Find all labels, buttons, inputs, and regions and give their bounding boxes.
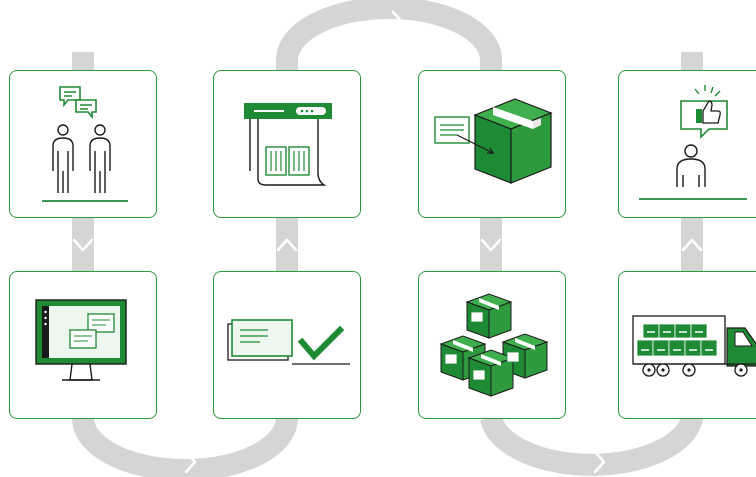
customer-thumbs-up-icon xyxy=(639,85,747,200)
step-card-printing xyxy=(213,70,361,218)
step-card-design xyxy=(9,271,157,419)
large-format-printer-icon xyxy=(244,103,332,186)
step-card-approval xyxy=(213,271,361,419)
flow-chevron xyxy=(72,238,94,252)
flow-chevron xyxy=(681,238,703,252)
step-card-delivery xyxy=(618,271,756,419)
stacked-boxes-icon xyxy=(439,293,549,397)
flow-connector-bottom-right xyxy=(480,415,703,476)
flow-chevron xyxy=(391,10,404,34)
flow-chevron xyxy=(184,450,197,474)
flow-chevron xyxy=(276,238,298,252)
step-card-stock xyxy=(418,271,566,419)
flow-chevron xyxy=(480,238,502,252)
step-card-customer-approval xyxy=(618,70,756,218)
consultation-people-icon xyxy=(42,86,128,202)
packaging-box-icon xyxy=(434,98,553,184)
computer-monitor-design-icon xyxy=(35,299,127,381)
flow-chevron xyxy=(593,450,606,474)
step-card-consultation xyxy=(9,70,157,218)
document-approved-check-icon xyxy=(227,319,350,365)
step-card-packaging xyxy=(418,70,566,218)
flow-connector-top xyxy=(276,0,502,61)
flow-connector-bottom-left xyxy=(72,417,298,477)
delivery-truck-icon xyxy=(632,315,756,377)
